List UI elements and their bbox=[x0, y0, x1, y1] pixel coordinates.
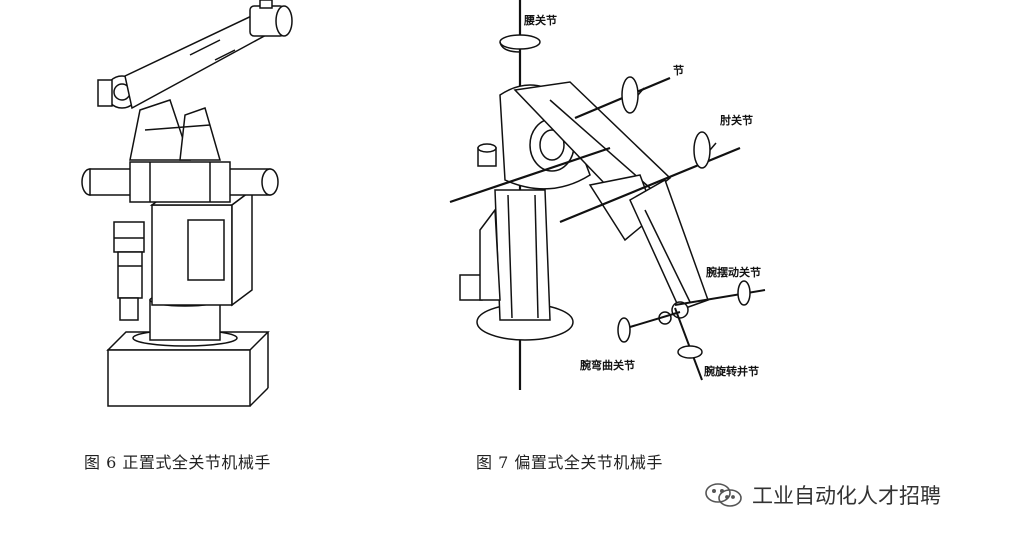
label-wrist-bend-joint: 腕弯曲关节 bbox=[580, 359, 635, 372]
figure-6-caption: 图 6 正置式全关节机械手 bbox=[84, 453, 271, 472]
figure-6-illustration bbox=[70, 0, 310, 420]
figure-7-illustration bbox=[440, 0, 800, 420]
label-wrist-swing-joint: 腕摆动关节 bbox=[706, 266, 761, 279]
label-wrist-rotate-joint: 腕旋转并节 bbox=[704, 365, 759, 378]
rotation-arrow-icon bbox=[693, 131, 717, 169]
offset-robot-drawing bbox=[449, 0, 766, 390]
label-shoulder-joint: 节 bbox=[673, 64, 684, 77]
rotation-arrow-icon bbox=[621, 76, 645, 114]
rotation-arrow-icon bbox=[677, 345, 703, 359]
rotation-arrow-icon bbox=[617, 317, 631, 343]
watermark-text: 工业自动化人才招聘 bbox=[752, 484, 941, 508]
rotation-arrow-icon bbox=[737, 280, 751, 306]
wechat-icon bbox=[705, 483, 742, 507]
label-waist-joint: 腰关节 bbox=[524, 14, 557, 27]
watermark: 工业自动化人才招聘 bbox=[704, 480, 941, 510]
figure-7-caption: 图 7 偏置式全关节机械手 bbox=[476, 453, 663, 472]
upright-robot-drawing bbox=[81, 0, 293, 407]
rotation-arrow-icon bbox=[499, 34, 541, 53]
label-elbow-joint: 肘关节 bbox=[720, 114, 753, 127]
